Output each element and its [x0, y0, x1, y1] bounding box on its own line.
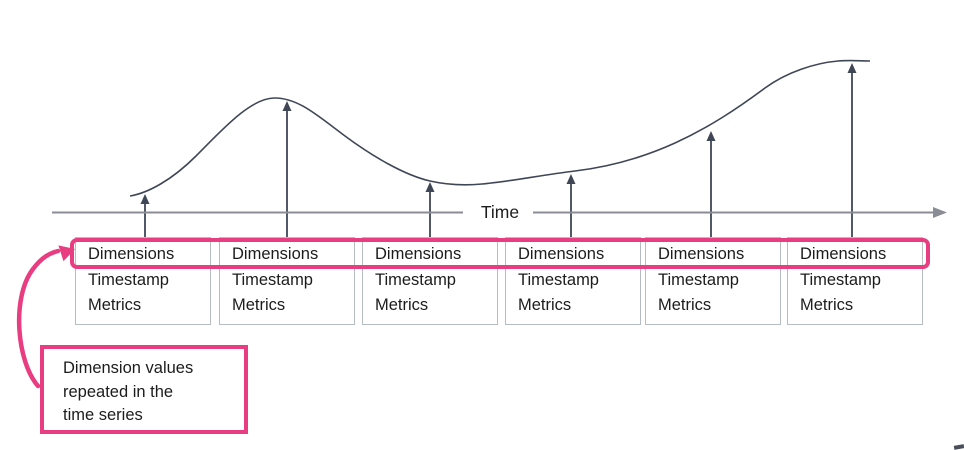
record-dimensions: Dimensions	[658, 245, 745, 263]
up-arrowhead-icon	[425, 182, 435, 192]
time-axis	[52, 207, 947, 218]
record-dimensions: Dimensions	[375, 245, 462, 263]
record-timestamp: Timestamp	[518, 270, 599, 289]
time-series-curve	[129, 59, 871, 197]
callout-line: time series	[63, 406, 143, 424]
sample-arrow-2	[282, 101, 292, 237]
record-timestamp: Timestamp	[800, 270, 881, 289]
axis-label-time: Time	[472, 202, 528, 223]
record-dimensions: Dimensions	[518, 245, 605, 263]
record-box-5: Dimensions Timestamp Metrics	[645, 237, 781, 325]
sample-arrow-1	[140, 194, 150, 237]
right-arrowhead-icon	[933, 207, 947, 218]
record-box-4: Dimensions Timestamp Metrics	[505, 237, 641, 325]
up-arrowhead-icon	[706, 131, 716, 141]
record-dimensions: Dimensions	[800, 245, 887, 263]
dimensions-highlight-band	[70, 238, 930, 269]
sample-arrow-3	[425, 182, 435, 237]
record-timestamp: Timestamp	[232, 270, 313, 289]
sample-arrow-5	[706, 131, 716, 237]
record-metrics: Metrics	[232, 296, 286, 314]
callout-line: repeated in the	[63, 382, 174, 401]
record-metrics: Metrics	[800, 296, 854, 314]
up-arrowhead-icon	[847, 63, 857, 73]
sample-arrow-4	[566, 174, 576, 237]
record-box-2: Dimensions Timestamp Metrics	[219, 237, 355, 325]
record-timestamp: Timestamp	[658, 270, 739, 289]
record-metrics: Metrics	[375, 296, 429, 314]
record-dimensions: Dimensions	[232, 245, 319, 263]
record-box-1: Dimensions Timestamp Metrics	[75, 237, 211, 325]
record-box-3: Dimensions Timestamp Metrics	[362, 237, 498, 325]
up-arrowhead-icon	[140, 194, 150, 204]
record-box-6: Dimensions Timestamp Metrics	[787, 237, 923, 325]
record-metrics: Metrics	[88, 296, 142, 314]
record-timestamp: Timestamp	[88, 270, 169, 289]
up-arrowhead-icon	[282, 101, 292, 111]
record-metrics: Metrics	[518, 296, 572, 314]
callout-line: Dimension values	[63, 359, 194, 377]
callout-box: Dimension values repeated in the time se…	[40, 345, 248, 434]
up-arrowhead-icon	[566, 174, 576, 184]
record-metrics: Metrics	[658, 296, 712, 314]
record-timestamp: Timestamp	[375, 270, 456, 289]
record-dimensions: Dimensions	[88, 245, 175, 263]
sample-arrow-6	[847, 63, 857, 237]
